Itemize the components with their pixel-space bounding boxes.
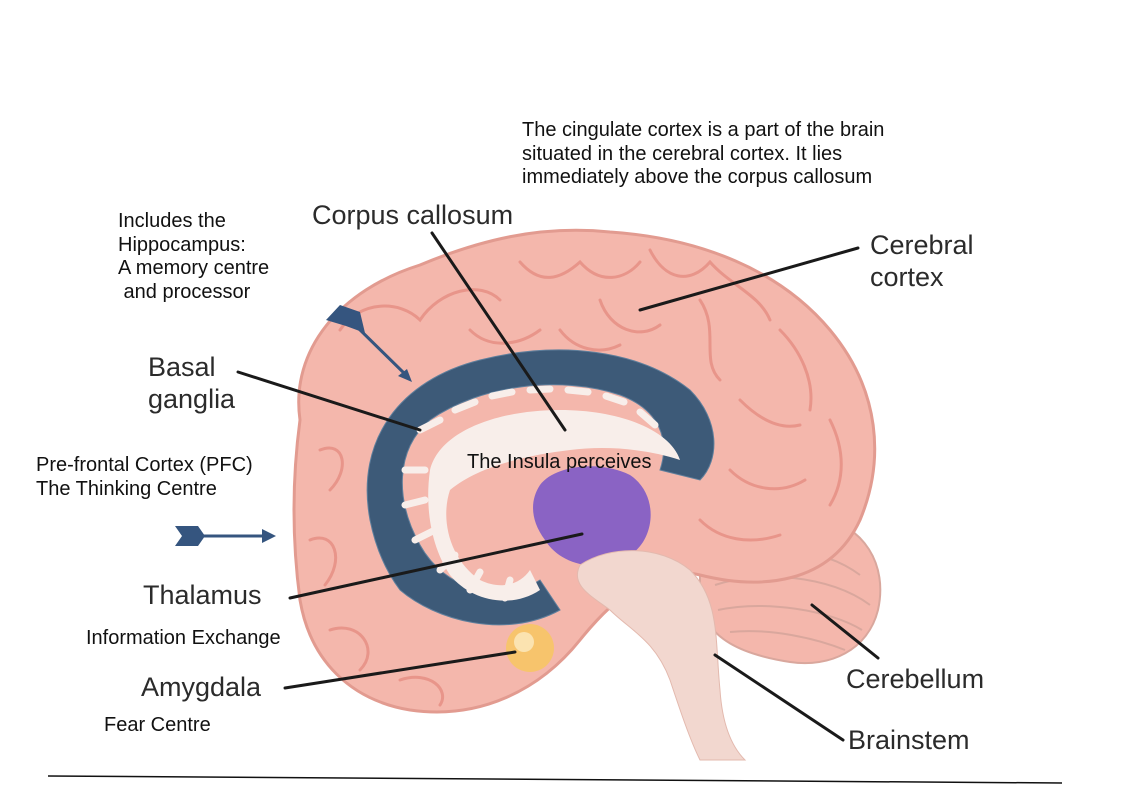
cingulate-note: The cingulate cortex is a part of the br…: [522, 119, 884, 190]
pfc-note-line: The Thinking Centre: [36, 477, 217, 500]
cingulate-note-line: immediately above the corpus callosum: [522, 166, 873, 189]
pfc-note: Pre-frontal Cortex (PFC) The Thinking Ce…: [36, 454, 253, 501]
hippocampus-note: Includes the Hippocampus: A memory centr…: [118, 210, 269, 304]
baseline-rule: [47, 775, 1063, 784]
cerebellum-label: Cerebellum: [846, 664, 985, 694]
corpus-callosum-label: Corpus callosum: [312, 200, 514, 230]
basal-ganglia-line: ganglia: [148, 383, 236, 414]
arrow-hippocampus: [326, 305, 412, 382]
thalamus-label: Thalamus: [143, 580, 262, 610]
basal-ganglia-line: Basal: [148, 352, 216, 382]
basal-ganglia-label: Basal ganglia: [148, 352, 235, 416]
brainstem-label: Brainstem: [848, 725, 970, 755]
thalamus-shape: [533, 466, 651, 566]
hippocampus-note-line: A memory centre: [118, 257, 270, 280]
brainstem-shape: [576, 550, 747, 761]
cerebral-cortex-line: cortex: [870, 261, 944, 292]
amygdala-label: Amygdala: [141, 672, 262, 702]
cingulate-note-line: The cingulate cortex is a part of the br…: [522, 119, 885, 141]
corpus-callosum-shape: [428, 410, 680, 601]
hippocampus-note-line: Hippocampus:: [118, 233, 246, 256]
thalamus-note: Information Exchange: [86, 627, 281, 649]
insula-note: The Insula perceives: [467, 451, 652, 473]
arrow-pfc: [175, 526, 276, 546]
cingulate-note-line: situated in the cerebral cortex. It lies: [522, 142, 843, 165]
hippocampus-note-line: and processor: [118, 280, 251, 303]
pfc-note-line: Pre-frontal Cortex (PFC): [36, 454, 253, 476]
amygdala-note: Fear Centre: [104, 714, 211, 736]
cerebral-cortex-line: Cerebral: [870, 230, 974, 260]
hippocampus-note-line: Includes the: [118, 210, 226, 232]
leader-lines: [236, 231, 880, 742]
cerebral-cortex-label: Cerebral cortex: [870, 230, 974, 294]
